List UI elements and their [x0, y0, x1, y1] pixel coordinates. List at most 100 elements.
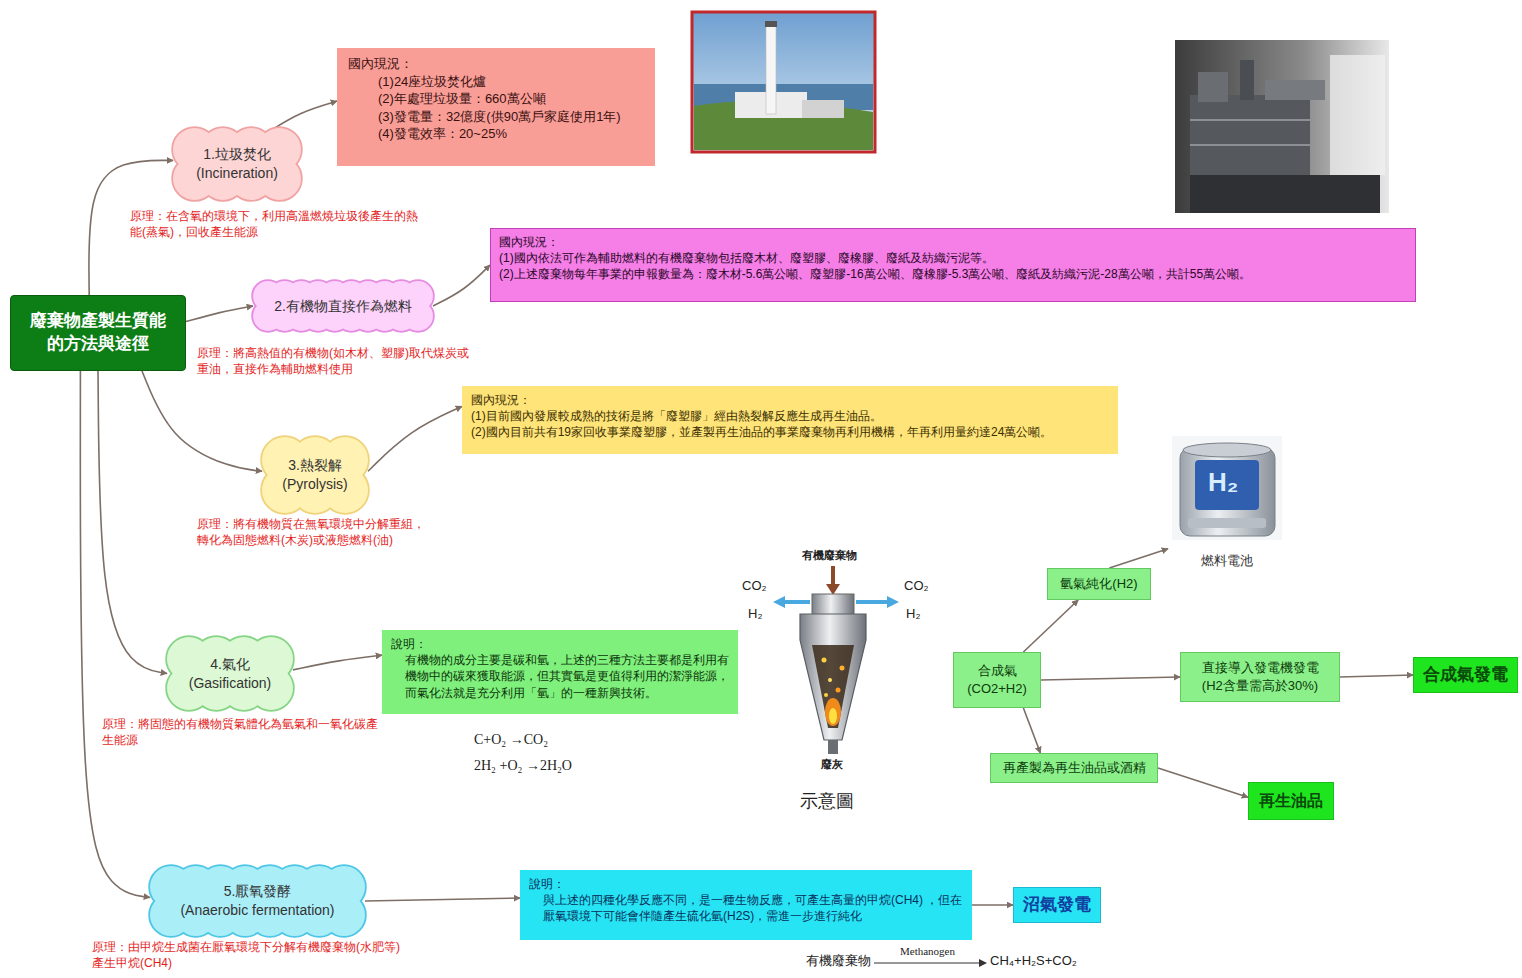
- node-text: (1)24座垃圾焚化爐: [348, 73, 644, 91]
- plant-photo: [1190, 144, 1310, 146]
- node-text: 廢棄物產製生質能的方法與途徑: [25, 310, 171, 356]
- node-text: 有機物的成分主要是碳和氫，上述的三種方法主要都是利用有機物中的碳來獲取能源，但其…: [391, 652, 729, 701]
- incinerator-photo: [692, 12, 875, 152]
- gas-label: H₂: [748, 606, 762, 623]
- note-box: 說明：有機物的成分主要是碳和氫，上述的三種方法主要都是利用有機物中的碳來獲取能源…: [382, 630, 738, 714]
- process-box: 合成氣 (CO2+H2): [953, 652, 1041, 708]
- incinerator-photo: [765, 21, 777, 27]
- fuel-cell-mark: H₂: [1208, 466, 1238, 500]
- principle-note: 原理：將高熱值的有機物(如木材、塑膠)取代煤炭或重油，直接作為輔助燃料使用: [197, 346, 479, 377]
- gasifier-illustration: [831, 566, 835, 586]
- gasifier-illustration: [773, 596, 785, 608]
- gasifier-illustration: [822, 658, 827, 663]
- connector-arrow: [142, 371, 262, 471]
- node-text: (4)發電效率：20~25%: [348, 125, 644, 143]
- node-text: (1)目前國內發展較成熟的技術是將「廢塑膠」經由熱裂解反應生成再生油品。: [471, 408, 1109, 424]
- incinerator-photo: [802, 100, 844, 118]
- cloud-outline: [173, 128, 301, 200]
- gas-label: H₂: [906, 606, 920, 623]
- equation: 有機廢棄物: [806, 953, 871, 970]
- connector-arrow: [1023, 600, 1078, 652]
- output-box: 合成氣發電: [1413, 657, 1518, 693]
- principle-note: 原理：由甲烷生成菌在厭氧環境下分解有機廢棄物(水肥等)產生甲烷(CH4): [92, 940, 404, 971]
- figure-caption: 示意圖: [800, 790, 854, 813]
- gasifier-illustration: [800, 614, 866, 740]
- cloud-outline: [173, 128, 301, 200]
- connector-arrow: [98, 371, 167, 674]
- node-text: 與上述的四種化學反應不同，是一種生物反應，可產生高量的甲烷(CH4) ，但在厭氧…: [529, 892, 963, 924]
- node-text: 2.有機物直接作為燃料: [274, 297, 412, 316]
- incinerator-photo: [692, 12, 875, 152]
- connector-arrow: [1023, 708, 1040, 753]
- connector-arrow: [365, 898, 520, 901]
- gasifier-illustration: [887, 596, 899, 608]
- equation: 2H₂ +O₂ →2H₂O: [474, 757, 572, 775]
- node-text: (Incineration): [196, 164, 278, 183]
- gasifier-illustration: [828, 678, 832, 682]
- cloud-fill: [262, 437, 368, 513]
- methanogen-arrow: [874, 959, 987, 967]
- node-text: (1)國內依法可作為輔助燃料的有機廢棄物包括廢木材、廢塑膠、廢橡膠、廢紙及紡織污…: [499, 250, 1407, 266]
- node-text: 合成氣 (CO2+H2): [962, 662, 1032, 697]
- principle-note: 原理：將固態的有機物質氣體化為氫氣和一氧化碳產生能源: [102, 717, 387, 748]
- fuel-cell-picture: [1188, 518, 1266, 528]
- equation: CH₄+H₂S+CO₂: [990, 953, 1077, 970]
- principle-note: 原理：將有機物質在無氧環境中分解重組，轉化為固態燃料(木炭)或液態燃料(油): [197, 517, 427, 548]
- status-box: 國內現況：(1)目前國內發展較成熟的技術是將「廢塑膠」經由熱裂解反應生成再生油品…: [462, 386, 1118, 454]
- gasifier-illustration: [826, 584, 840, 595]
- node-text: (Gasification): [189, 674, 271, 693]
- equation: C+O₂ →CO₂: [474, 731, 548, 749]
- process-box: 再產製為再生油品或酒精: [990, 753, 1158, 783]
- node-text: 再產製為再生油品或酒精: [1003, 759, 1146, 777]
- connector-arrow: [972, 904, 1013, 906]
- incinerator-photo: [766, 24, 776, 114]
- node-text: (2)上述廢棄物每年事業的申報數量為：廢木材-5.6萬公噸、廢塑膠-16萬公噸、…: [499, 266, 1407, 282]
- connector-arrow: [1109, 549, 1168, 568]
- status-box: 國內現況：(1)24座垃圾焚化爐(2)年處理垃圾量：660萬公噸(3)發電量：3…: [337, 48, 655, 166]
- status-box: 國內現況：(1)國內依法可作為輔助燃料的有機廢棄物包括廢木材、廢塑膠、廢橡膠、廢…: [490, 228, 1416, 302]
- cloud-outline: [150, 866, 365, 936]
- node-text: 說明：: [529, 876, 963, 892]
- cloud-outline: [262, 437, 368, 513]
- node-text: (Pyrolysis): [282, 475, 347, 494]
- node-text: 3.熱裂解: [288, 456, 342, 475]
- process-box: 氫氣純化(H2): [1047, 568, 1151, 600]
- fuel-cell-picture: [1172, 436, 1282, 540]
- node-text: 燃料電池: [1201, 552, 1253, 570]
- process-box: 直接導入發電機發電 (H2含量需高於30%): [1180, 652, 1340, 702]
- connector-arrow: [186, 306, 253, 322]
- gasifier-illustration: [812, 645, 854, 728]
- plant-photo: [1240, 60, 1254, 100]
- incinerator-photo: [692, 12, 875, 152]
- gasifier-illustration: [829, 708, 837, 724]
- connector-arrow: [1340, 675, 1413, 677]
- node-text: 國內現況：: [499, 234, 1407, 250]
- node-text: 沼氣發電: [1023, 894, 1091, 917]
- node-text: 4.氣化: [210, 655, 250, 674]
- ash-label: 廢灰: [821, 757, 843, 771]
- cloud-outline: [262, 437, 368, 513]
- connector-arrow: [1158, 768, 1248, 797]
- cloud-fill: [150, 866, 365, 936]
- root-box: 廢棄物產製生質能的方法與途徑: [10, 295, 186, 371]
- connector-arrow: [433, 265, 490, 306]
- plant-photo: [1265, 80, 1325, 100]
- node-text: 國內現況：: [348, 55, 644, 73]
- cloud-fill: [173, 128, 301, 200]
- node-text: (Anaerobic fermentation): [180, 901, 334, 920]
- method-cloud: 2.有機物直接作為燃料: [253, 281, 433, 331]
- methanogen-arrow: [979, 959, 987, 967]
- cloud-outline: [150, 866, 365, 936]
- gasifier-illustration: [856, 600, 888, 604]
- fuel-cell-picture: [1172, 436, 1282, 540]
- plant-photo: [1175, 40, 1389, 213]
- gasifier-illustration: [773, 566, 899, 754]
- cloud-fill: [268, 296, 418, 316]
- gasifier-illustration: [840, 666, 845, 671]
- gas-label: CO₂: [904, 578, 929, 595]
- plant-photo: [1190, 175, 1380, 213]
- cloud-fill: [253, 281, 433, 331]
- method-cloud: 5.厭氧發酵(Anaerobic fermentation): [150, 866, 365, 936]
- output-box: 再生油品: [1248, 782, 1334, 820]
- node-text: 氫氣純化(H2): [1060, 575, 1137, 593]
